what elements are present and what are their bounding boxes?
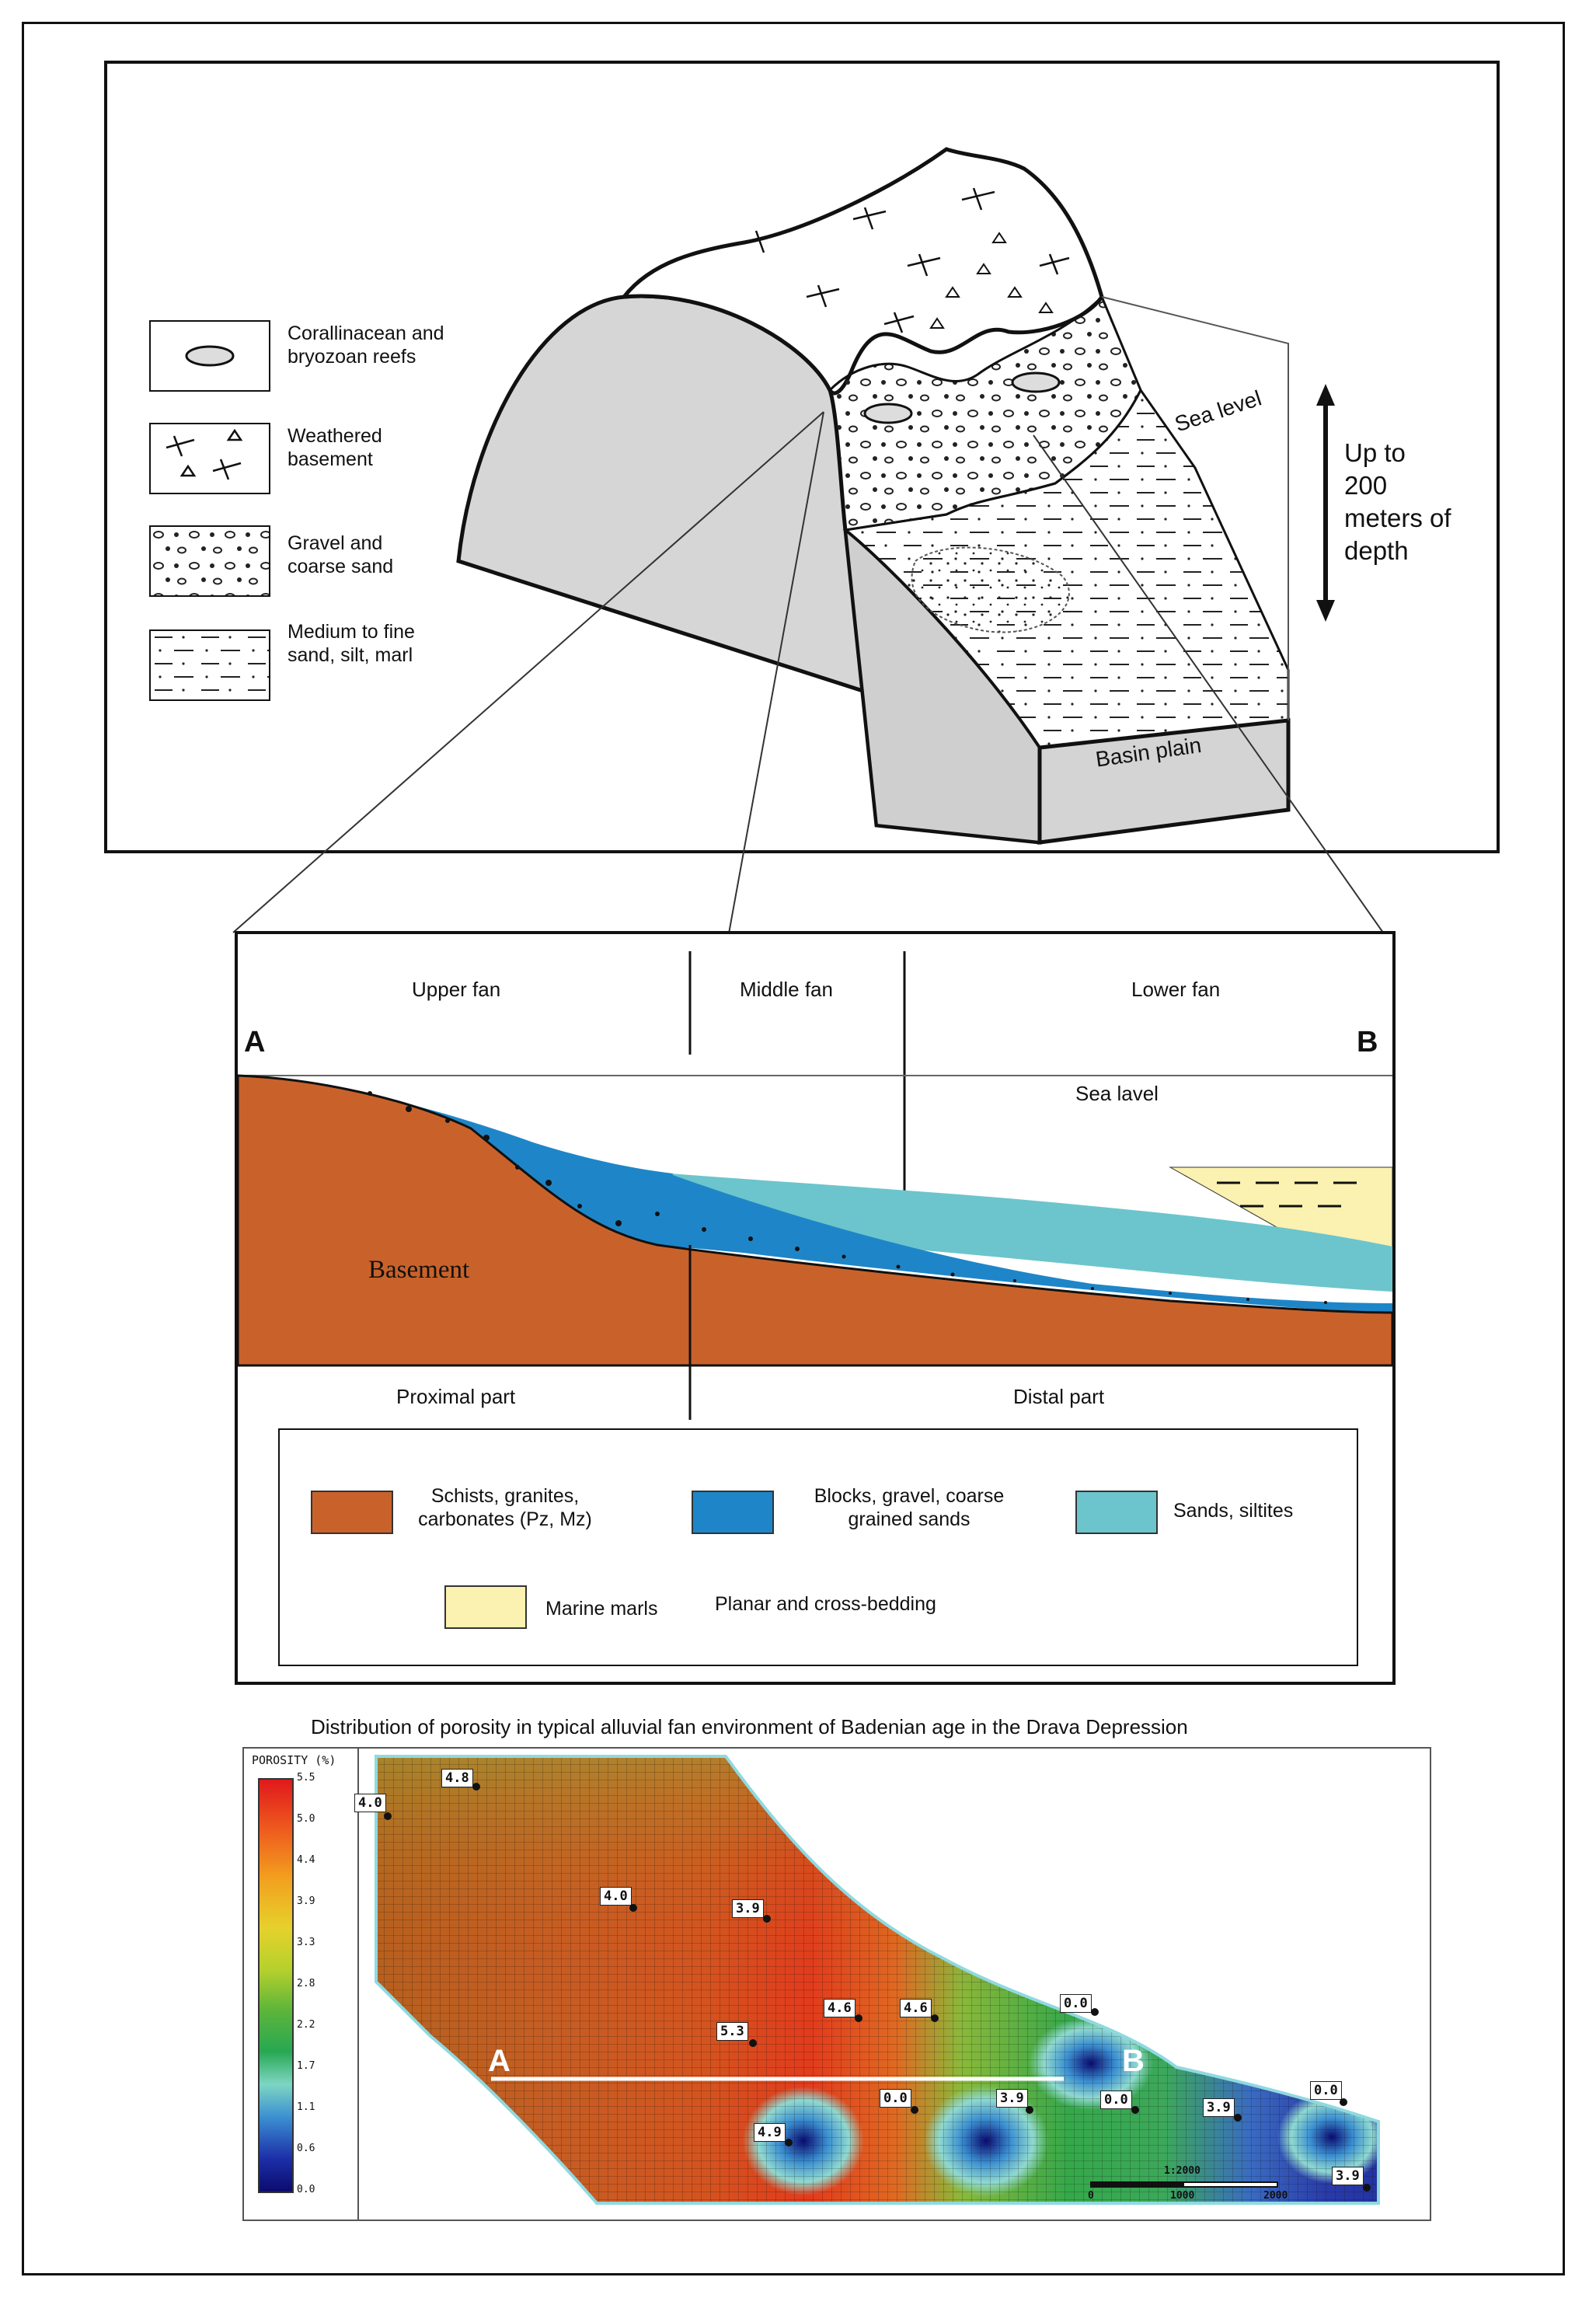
sample-point	[911, 2106, 918, 2114]
colorbar-tick-label: 3.9	[297, 1895, 315, 1907]
depth-note: Up to 200 meters of depth	[1344, 437, 1451, 567]
legend-swatch-weathered	[149, 423, 270, 494]
legend-sands: Sands, siltites	[1173, 1500, 1294, 1522]
value-label: 0.0	[1310, 2081, 1342, 2100]
colorbar-tick-label: 0.0	[297, 2184, 315, 2195]
proximal-label: Proximal part	[396, 1385, 516, 1408]
sample-point	[785, 2139, 793, 2146]
sample-point	[1026, 2106, 1033, 2114]
value-label: 0.0	[1100, 2091, 1132, 2109]
cross-section-panel: Upper fan Middle fan Lower fan A B Sea l…	[235, 931, 1396, 1685]
sample-point	[931, 2014, 939, 2022]
value-label: 4.0	[600, 1887, 632, 1906]
depth-note-line: meters of	[1344, 504, 1451, 532]
value-label: 0.0	[1060, 1994, 1092, 2013]
colorbar-tick-label: 1.7	[297, 2060, 315, 2072]
colorbar-tick-label: 0.6	[297, 2143, 315, 2154]
colorbar	[258, 1778, 294, 2193]
distal-label: Distal part	[1013, 1385, 1105, 1408]
sample-point	[384, 1812, 392, 1820]
point-a-label: A	[244, 1026, 266, 1058]
swatch-schists	[311, 1491, 393, 1534]
map-label-a: A	[488, 2044, 511, 2078]
value-label: 0.0	[880, 2089, 911, 2108]
sample-point	[855, 2014, 862, 2022]
depth-arrow	[1316, 384, 1335, 622]
colorbar-tick-label: 5.0	[297, 1813, 315, 1825]
swatch-marls	[444, 1585, 527, 1629]
depth-note-line: depth	[1344, 536, 1409, 565]
sample-point	[763, 1915, 771, 1923]
value-label: 4.0	[354, 1794, 386, 1812]
legend-blocks: Blocks, gravel, coarse grained sands	[814, 1485, 1005, 1530]
porosity-map-title: Distribution of porosity in typical allu…	[311, 1715, 1188, 1738]
porosity-grid	[375, 1755, 1380, 2205]
sample-point	[1131, 2106, 1139, 2114]
swatch-blocks	[692, 1491, 774, 1534]
legend-bedding: Planar and cross-bedding	[715, 1593, 936, 1615]
scale-tick: 0	[1088, 2190, 1094, 2202]
value-label: 4.8	[441, 1769, 473, 1787]
value-label: 3.9	[1203, 2098, 1235, 2117]
map-label-b: B	[1122, 2044, 1145, 2078]
value-label: 5.3	[716, 2022, 748, 2041]
legend-label-gravel: Gravel and coarse sand	[287, 532, 394, 577]
scale-tick: 2000	[1263, 2190, 1288, 2202]
sample-point	[1340, 2098, 1347, 2106]
legend-swatch-fine	[149, 629, 270, 701]
reef-icon	[863, 371, 1061, 424]
colorbar-tick-label: 2.2	[297, 2019, 315, 2031]
sample-point	[1234, 2114, 1242, 2122]
value-label: 4.6	[900, 1999, 932, 2017]
legend-label-weathered: Weathered basement	[287, 425, 382, 470]
legend-schists: Schists, granites, carbonates (Pz, Mz)	[418, 1485, 592, 1530]
sample-point	[1363, 2184, 1371, 2192]
upper-fan-label: Upper fan	[412, 978, 501, 1001]
legend-label-reefs: Corallinacean and bryozoan reefs	[287, 323, 444, 368]
point-b-label: B	[1357, 1026, 1378, 1058]
scale-tick: 1000	[1170, 2190, 1195, 2202]
sample-point	[629, 1904, 637, 1912]
porosity-map-panel: POROSITY (%) 5.5 5.0 4.4 3.9 3.3 2.8 2.2 1.7 1.1…	[242, 1747, 1431, 2221]
legend-marls: Marine marls	[545, 1598, 658, 1620]
middle-fan-label: Middle fan	[740, 978, 833, 1001]
sea-lavel-label: Sea lavel	[1075, 1082, 1159, 1105]
colorbar-title: POROSITY (%)	[252, 1753, 336, 1767]
value-label: 4.6	[824, 1999, 855, 2017]
cross-section-legend: Schists, granites, carbonates (Pz, Mz) B…	[278, 1428, 1358, 1666]
sample-point	[1091, 2008, 1099, 2016]
legend-swatch-gravel	[149, 525, 270, 597]
lower-fan-label: Lower fan	[1131, 978, 1221, 1001]
depth-note-line: 200	[1344, 471, 1388, 500]
value-label: 3.9	[996, 2089, 1028, 2108]
block-diagram-panel: Corallinacean and bryozoan reefs Weather…	[104, 61, 1500, 853]
figure-frame	[22, 22, 1565, 2275]
swatch-sands	[1075, 1491, 1158, 1534]
colorbar-tick-label: 4.4	[297, 1854, 315, 1866]
scale-ratio: 1:2000	[1164, 2165, 1200, 2177]
legend-label-fine: Medium to fine sand, silt, marl	[287, 621, 415, 666]
sample-point	[472, 1783, 480, 1791]
value-label: 3.9	[1332, 2167, 1364, 2185]
sample-point	[749, 2039, 757, 2047]
colorbar-tick-label: 1.1	[297, 2101, 315, 2113]
colorbar-tick-label: 2.8	[297, 1978, 315, 1989]
colorbar-tick-label: 5.5	[297, 1772, 315, 1784]
colorbar-tick-label: 3.3	[297, 1937, 315, 1948]
value-label: 3.9	[732, 1899, 764, 1918]
basement-label: Basement	[368, 1256, 470, 1284]
depth-note-line: Up to	[1344, 438, 1406, 467]
value-label: 4.9	[754, 2123, 786, 2142]
legend-swatch-reefs	[149, 320, 270, 392]
map-frame	[357, 1749, 1434, 2221]
